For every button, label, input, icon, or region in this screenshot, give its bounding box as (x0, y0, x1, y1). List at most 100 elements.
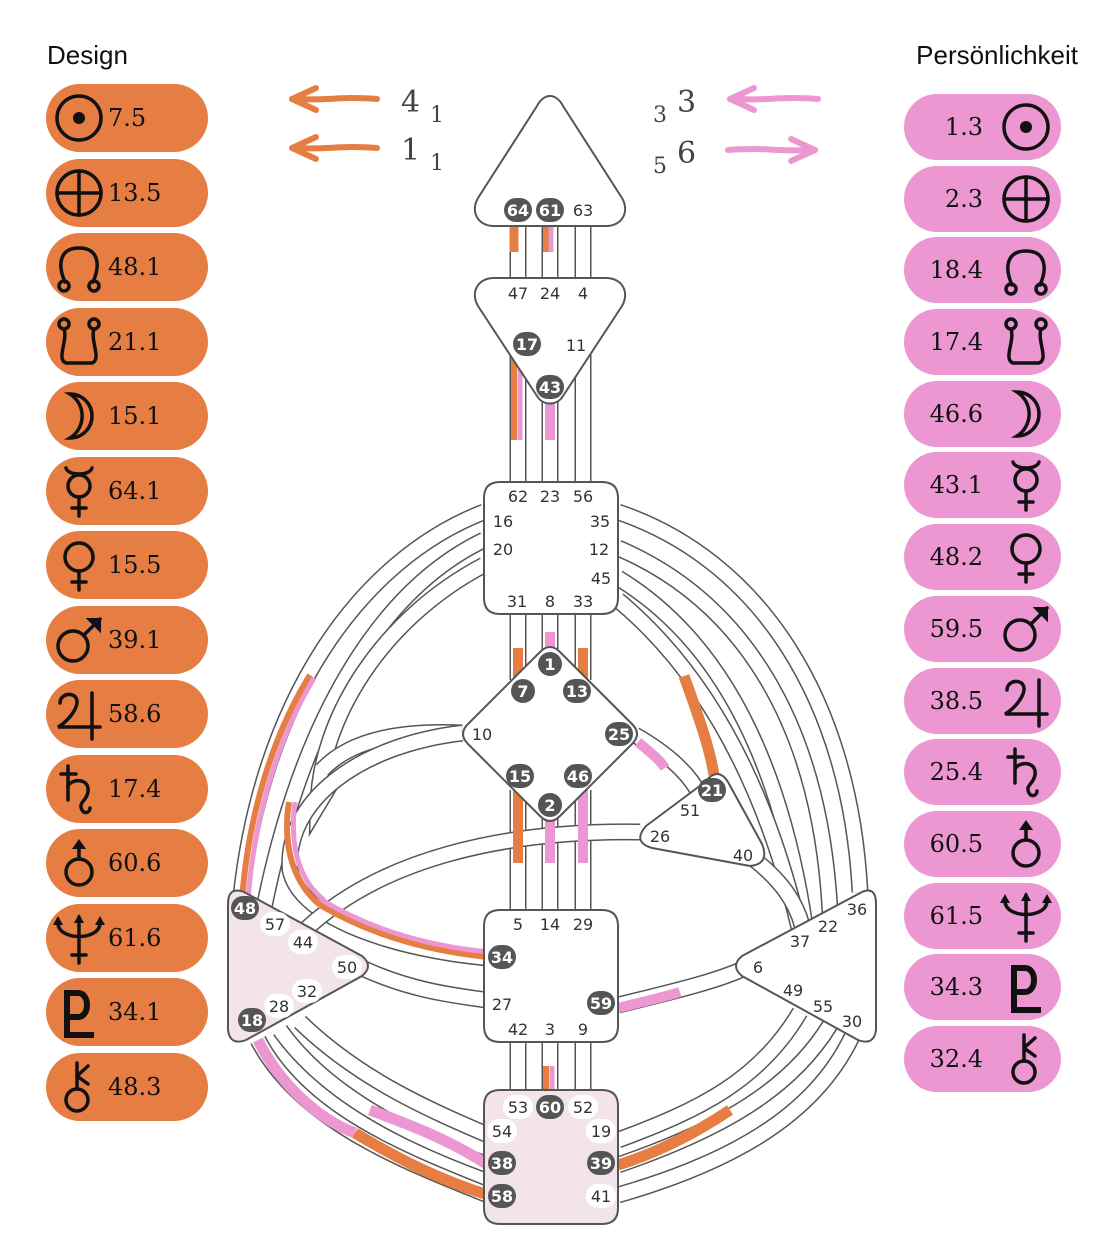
gate-41-label: 41 (591, 1187, 611, 1206)
gate-50: 50 (332, 955, 362, 979)
jupiter-icon (57, 691, 102, 741)
gate-7-label: 7 (517, 682, 528, 701)
gate-23: 23 (540, 487, 560, 506)
throat-center (483, 481, 619, 615)
gate-21-label: 21 (701, 781, 723, 800)
root-center (483, 1089, 619, 1225)
design-south-node-value: 21.1 (108, 327, 162, 356)
gate-19-label: 19 (591, 1122, 611, 1141)
personality-pluto-value: 34.3 (929, 973, 983, 1002)
gate-26: 26 (650, 827, 670, 846)
ego-center (639, 773, 766, 867)
gate-59-label: 59 (590, 994, 612, 1013)
gate-16: 16 (493, 512, 513, 531)
gate-28-label: 28 (269, 997, 289, 1016)
design-planet-neptune: 61.6 (46, 903, 208, 972)
gate-8-label: 8 (545, 592, 555, 611)
design-planet-mercury: 64.1 (46, 456, 208, 525)
design-planet-south-node: 21.1 (46, 307, 208, 376)
gate-28: 28 (264, 994, 294, 1018)
gate-19: 19 (586, 1119, 616, 1143)
mars-icon (56, 616, 102, 663)
gate-8: 8 (545, 592, 555, 611)
personality-uranus-value: 60.5 (929, 829, 983, 858)
gate-63-label: 63 (573, 201, 593, 220)
design-earth-value: 13.5 (108, 178, 162, 207)
gate-16-label: 16 (493, 512, 513, 531)
design-planet-saturn: 17.4 (46, 754, 208, 823)
gate-24: 24 (540, 284, 560, 303)
gate-15: 15 (506, 764, 534, 788)
design-jupiter-value: 58.6 (108, 700, 162, 728)
gate-61-label: 61 (539, 201, 561, 220)
venus-icon (1010, 533, 1042, 584)
design-sun-value: 7.5 (108, 104, 147, 132)
neptune-icon (1000, 891, 1052, 943)
gate-36-label: 36 (847, 900, 867, 919)
gate-64: 64 (504, 198, 532, 222)
gate-5: 5 (513, 915, 523, 934)
channel-32-54 (294, 1015, 492, 1143)
gate-53: 53 (503, 1095, 533, 1119)
gate-11-label: 11 (566, 336, 586, 355)
gate-5-label: 5 (513, 915, 523, 934)
gate-56-label: 56 (573, 487, 593, 506)
gate-27: 27 (492, 995, 512, 1014)
personality-saturn-value: 25.4 (929, 758, 983, 787)
personality-planet-venus: 48.2 (904, 524, 1061, 591)
personality-neptune-value: 61.5 (929, 901, 983, 930)
gate-62: 62 (508, 487, 528, 506)
personality-planet-north-node: 18.4 (904, 237, 1061, 304)
personality-chiron-value: 32.4 (929, 1044, 983, 1073)
gate-62-label: 62 (508, 487, 528, 506)
personality-jupiter-value: 38.5 (929, 686, 983, 715)
personality-planet-mars: 59.5 (904, 595, 1061, 662)
gate-30: 30 (842, 1012, 862, 1031)
design-planet-moon: 15.1 (46, 382, 208, 450)
gate-18-activation (253, 1037, 358, 1139)
gate-29: 29 (573, 915, 593, 934)
personality-planet-pluto: 34.3 (904, 954, 1061, 1021)
gate-64-label: 64 (507, 201, 529, 220)
personality-moon-value: 46.6 (929, 399, 983, 428)
gate-40-label: 40 (733, 846, 753, 865)
design-mars-value: 39.1 (108, 625, 162, 654)
gate-40: 40 (733, 846, 753, 865)
gate-44-label: 44 (293, 933, 313, 952)
gate-50-label: 50 (337, 958, 357, 977)
gate-53-label: 53 (508, 1098, 528, 1117)
gate-10-label: 10 (472, 725, 492, 744)
design-arrow-bottom (289, 134, 380, 162)
gate-9: 9 (578, 1020, 588, 1039)
gate-63: 63 (573, 201, 593, 220)
gate-4-label: 4 (578, 284, 588, 303)
gate-58: 58 (488, 1184, 516, 1208)
personality-south-node-value: 17.4 (929, 328, 983, 357)
gate-32-label: 32 (297, 982, 317, 1001)
chiron-icon (64, 1060, 90, 1113)
gate-38: 38 (488, 1151, 516, 1175)
gate-9-label: 9 (578, 1020, 588, 1039)
pluto-icon (64, 990, 94, 1038)
gate-55-label: 55 (813, 997, 833, 1016)
gate-10: 10 (472, 725, 492, 744)
saturn-icon (1006, 747, 1039, 798)
gate-25: 25 (605, 722, 633, 746)
channel-52-49-19 (615, 1007, 808, 1148)
gate-49: 49 (783, 981, 803, 1000)
mercury-icon (64, 465, 94, 518)
gate-26-label: 26 (650, 827, 670, 846)
saturn-icon (59, 763, 92, 814)
personality-arrow-top-sub: 3 (653, 103, 667, 128)
design-chiron-value: 48.3 (108, 1072, 162, 1101)
gate-39-activation (616, 1105, 734, 1171)
earth-icon (1002, 174, 1050, 223)
design-uranus-value: 60.6 (108, 849, 162, 877)
gate-33-label: 33 (573, 592, 593, 611)
gate-11: 11 (566, 336, 586, 355)
design-planet-venus: 15.5 (46, 531, 208, 599)
gate-46-label: 46 (567, 767, 589, 786)
gate-31-label: 31 (507, 592, 527, 611)
